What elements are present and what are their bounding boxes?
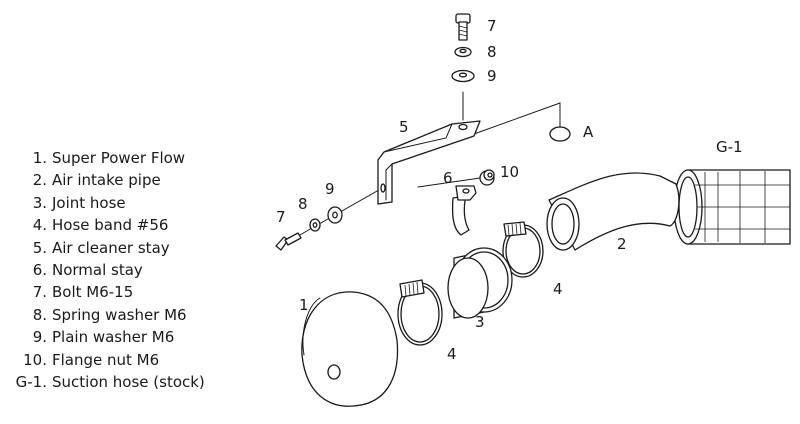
bolt-side [275,232,302,251]
legend-item-name: Normal stay [52,260,143,279]
bolt-top [455,13,471,41]
callout-plain-washer-side: 9 [325,180,335,198]
callout-bolt-top: 7 [487,17,497,35]
hose-band-lower [397,279,443,346]
legend-item: 7. Bolt M6-15 [0,281,215,303]
legend-item-name: Air cleaner stay [52,238,170,257]
legend-item-name: Hose band #56 [52,216,169,235]
legend-item: 8. Spring washer M6 [0,304,215,326]
legend-item-number: 2. [32,171,47,190]
parts-legend: 1. Super Power Flow 2. Air intake pipe 3. Joi… [0,147,215,393]
callout-spring-washer-top: 8 [487,43,497,61]
callout-spring-washer-side: 8 [298,195,308,213]
legend-item: 3. Joint hose [0,192,215,214]
legend-item-number: G-1. [15,372,47,391]
legend-item: 9. Plain washer M6 [0,326,215,348]
legend-item: 1. Super Power Flow [0,147,215,169]
callout-reference-a: A [583,123,594,141]
legend-item-number: 8. [32,305,47,324]
callout-filter: 1 [299,296,309,314]
legend-item-name: Joint hose [52,193,126,212]
legend-item-number: 10. [23,350,47,369]
callout-joint-hose: 3 [475,313,485,331]
legend-item-number: 9. [32,328,47,347]
hose-band-upper [502,221,544,278]
flange-nut [479,169,495,186]
legend-item-number: 7. [32,283,47,302]
callout-labels: 7 8 9 5 A 6 10 G-1 2 4 3 4 1 7 8 9 [276,17,743,363]
callout-flange-nut: 10 [500,163,519,181]
suction-hose-stock [673,169,791,245]
callout-hose-band-upper: 4 [553,280,563,298]
spring-washer-side [309,218,321,232]
callout-air-cleaner-stay: 5 [399,118,409,136]
air-cleaner-stay [377,120,481,205]
callout-hose-band-lower: 4 [447,345,457,363]
callout-intake-pipe: 2 [617,235,627,253]
super-power-flow-filter [301,291,399,407]
legend-item-name: Bolt M6-15 [52,283,134,302]
callout-plain-washer-top: 9 [487,67,497,85]
callout-normal-stay: 6 [443,169,453,187]
legend-item-number: 5. [32,238,47,257]
legend-item: 10. Flange nut M6 [0,349,215,371]
reference-a-marker [549,126,571,142]
legend-item-name: Spring washer M6 [52,305,187,324]
plain-washer-side [327,206,343,224]
legend-item: 5. Air cleaner stay [0,237,215,259]
callout-suction-hose: G-1 [716,138,743,156]
legend-item: 6. Normal stay [0,259,215,281]
air-intake-pipe [546,172,680,251]
legend-item-number: 6. [32,260,47,279]
joint-hose [447,247,513,319]
legend-item-number: 3. [32,193,47,212]
legend-item-name: Plain washer M6 [52,328,175,347]
spring-washer-top [454,46,472,58]
legend-item: G-1. Suction hose (stock) [0,371,215,393]
legend-item-number: 4. [32,216,47,235]
normal-stay [451,185,477,236]
plain-washer-top [451,69,475,83]
legend-item-name: Suction hose (stock) [52,372,205,391]
legend-item: 2. Air intake pipe [0,169,215,191]
callout-bolt-side: 7 [276,208,286,226]
legend-item: 4. Hose band #56 [0,214,215,236]
legend-item-name: Air intake pipe [52,171,161,190]
legend-item-name: Super Power Flow [52,149,186,167]
legend-item-number: 1. [32,149,47,167]
legend-item-name: Flange nut M6 [52,350,160,369]
